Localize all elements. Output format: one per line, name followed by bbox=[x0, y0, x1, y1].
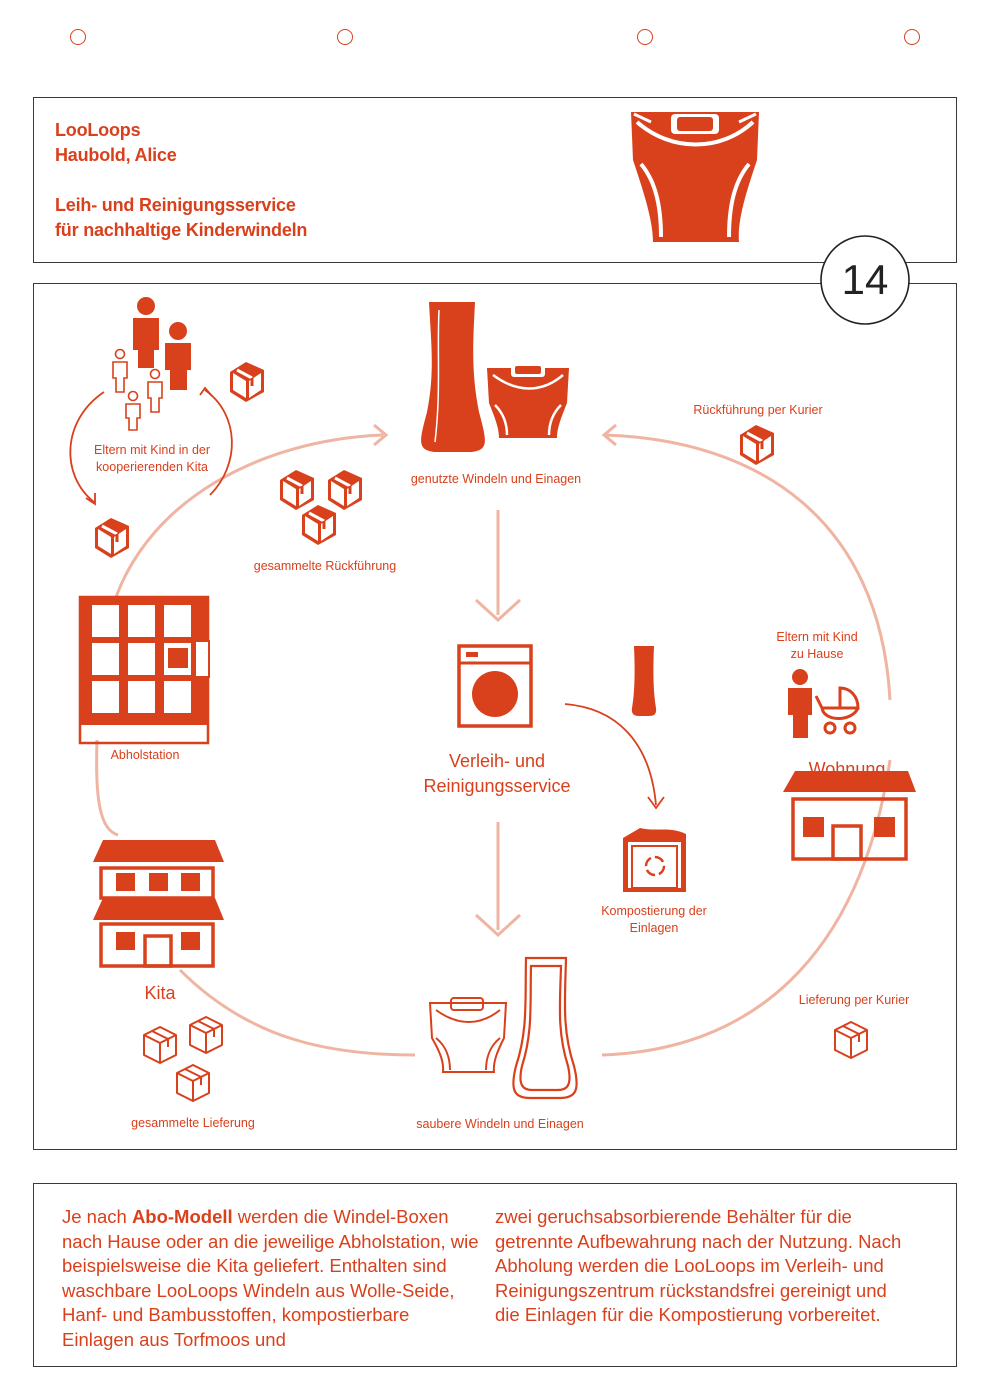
logo-diaper-icon bbox=[631, 112, 759, 242]
punch-hole-1 bbox=[70, 29, 86, 45]
used-insert-icon bbox=[421, 302, 485, 452]
house-icon bbox=[783, 771, 916, 861]
clean-diaper-icon bbox=[428, 997, 508, 1073]
label-service-line-1: Verleih- und bbox=[448, 751, 546, 771]
abo-model-highlight: Abo-Modell bbox=[131, 1206, 233, 1227]
kita-cycle-arrows bbox=[69, 386, 233, 506]
label-used-diapers: genutzte Windeln und Einagen bbox=[410, 472, 582, 486]
description-col-2: zwei geruchsabsorbierende Behälter für d… bbox=[495, 1206, 902, 1325]
box-outline-icon bbox=[176, 1064, 210, 1102]
header-text: LooLoops Haubold, Alice Leih- und Reinig… bbox=[55, 118, 307, 243]
subtitle-line-1: Leih- und Reinigungsservice bbox=[55, 195, 296, 215]
box-icon bbox=[228, 360, 266, 404]
box-icon bbox=[93, 516, 131, 560]
box-icon bbox=[278, 468, 316, 512]
label-parents-home-2: zu Hause bbox=[790, 647, 844, 661]
box-outline-icon bbox=[189, 1016, 223, 1054]
label-parents-kita: Eltern mit Kind in der kooperierenden Ki… bbox=[93, 443, 211, 474]
clean-insert-icon bbox=[512, 956, 578, 1100]
stroller-icon bbox=[814, 686, 860, 735]
label-home: Wohnung bbox=[808, 759, 886, 779]
box-outline-icon bbox=[834, 1021, 868, 1059]
description-col-1: Je nach Abo-Modell werden die Windel-Box… bbox=[62, 1206, 479, 1350]
label-parents-home-1: Eltern mit Kind bbox=[776, 630, 858, 644]
project-name: LooLoops bbox=[55, 120, 141, 140]
parent-home-icon bbox=[788, 669, 812, 738]
box-icon bbox=[326, 468, 364, 512]
label-collected-return: gesammelte Rückführung bbox=[253, 559, 397, 573]
label-delivery-courier: Lieferung per Kurier bbox=[798, 993, 910, 1007]
kita-building-icon bbox=[93, 840, 224, 968]
washing-machine-icon bbox=[457, 644, 533, 728]
subtitle-line-2: für nachhaltige Kinderwindeln bbox=[55, 220, 308, 240]
small-insert-icon bbox=[631, 646, 657, 716]
page-number: 14 bbox=[841, 256, 889, 303]
compost-bin-icon bbox=[623, 828, 686, 892]
label-compost: Kompostierung der Einlagen bbox=[601, 904, 707, 935]
family-icon bbox=[112, 297, 191, 431]
header-box: LooLoops Haubold, Alice Leih- und Reinig… bbox=[33, 97, 957, 263]
page-number-circle bbox=[820, 235, 910, 325]
compost-arrow bbox=[564, 703, 665, 810]
punch-hole-2 bbox=[337, 29, 353, 45]
box-icon bbox=[738, 423, 776, 467]
description-box: Je nach Abo-Modell werden die Windel-Box… bbox=[33, 1183, 957, 1367]
used-diaper-icon bbox=[487, 363, 569, 438]
label-pickup-station: Abholstation bbox=[110, 748, 180, 762]
label-return-courier: Rückführung per Kurier bbox=[693, 403, 823, 417]
cycle-ring bbox=[95, 423, 892, 1057]
pickup-locker-icon bbox=[78, 595, 210, 745]
label-service-line-2: Reinigungsservice bbox=[423, 776, 571, 796]
label-collected-delivery: gesammelte Lieferung bbox=[131, 1116, 255, 1130]
label-clean-diapers: saubere Windeln und Einagen bbox=[416, 1117, 584, 1131]
punch-hole-3 bbox=[637, 29, 653, 45]
punch-hole-4 bbox=[904, 29, 920, 45]
box-icon bbox=[300, 503, 338, 547]
author-name: Haubold, Alice bbox=[55, 145, 177, 165]
box-outline-icon bbox=[143, 1026, 177, 1064]
label-kita: Kita bbox=[144, 983, 176, 1003]
